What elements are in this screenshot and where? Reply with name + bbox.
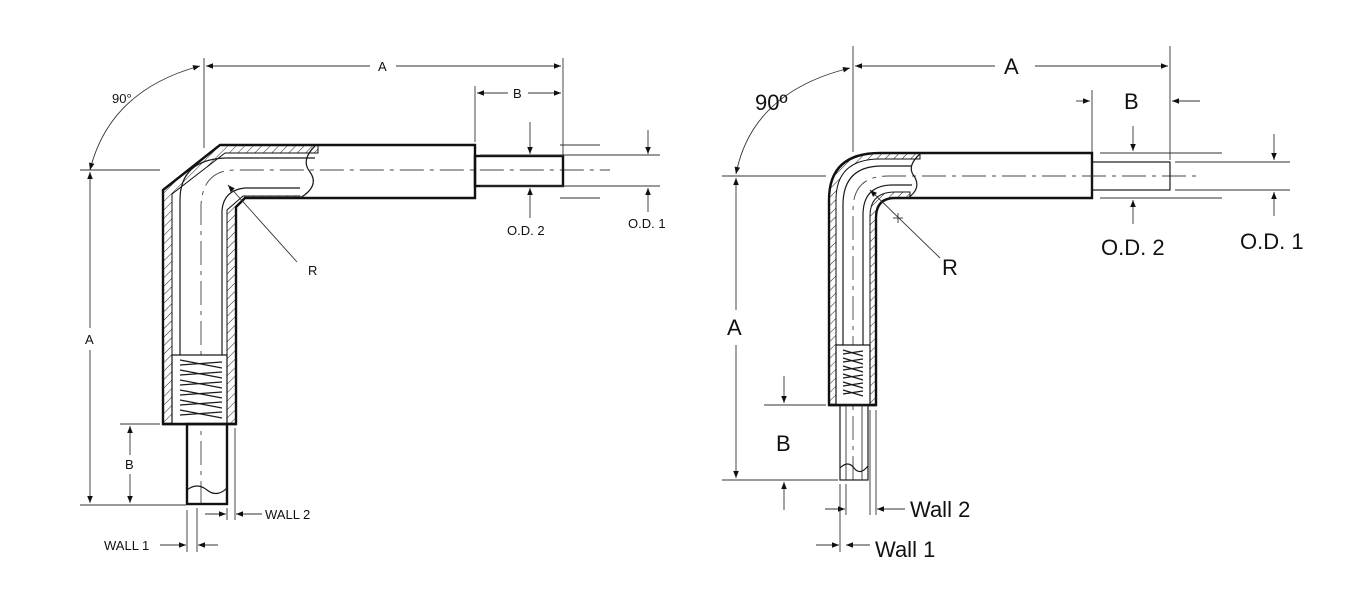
left-od1-label: O.D. 1 bbox=[628, 216, 666, 231]
right-inner-tube-right bbox=[1091, 161, 1171, 191]
right-inner-tube-bottom bbox=[839, 404, 869, 481]
left-inner-tube-bottom bbox=[185, 422, 229, 506]
left-dimensions: 90° A B O.D. 2 O.D. 1 R A bbox=[85, 59, 666, 553]
left-dim-b-horizontal: B bbox=[513, 86, 522, 101]
left-extension-lines bbox=[80, 58, 660, 552]
right-dim-a-horizontal: A bbox=[1004, 54, 1019, 79]
left-dim-a-horizontal: A bbox=[378, 59, 387, 74]
right-extension-lines bbox=[722, 46, 1290, 552]
left-dim-b-vertical: B bbox=[125, 457, 134, 472]
right-dim-a-vertical: A bbox=[727, 315, 742, 340]
right-dim-b-vertical: B bbox=[776, 431, 791, 456]
right-od2-label: O.D. 2 bbox=[1101, 235, 1165, 260]
left-elbow-drawing: 90° A B O.D. 2 O.D. 1 R A bbox=[80, 58, 666, 553]
left-radius-label: R bbox=[308, 263, 317, 278]
left-outer-tube bbox=[161, 143, 610, 505]
right-od1-label: O.D. 1 bbox=[1240, 229, 1304, 254]
left-od2-label: O.D. 2 bbox=[507, 223, 545, 238]
right-dimensions: 90º A B O.D. 2 O.D. 1 R A bbox=[727, 54, 1304, 562]
right-elbow-drawing: 90º A B O.D. 2 O.D. 1 R A bbox=[722, 46, 1304, 562]
right-wall2-label: Wall 2 bbox=[910, 497, 970, 522]
right-angle-label: 90º bbox=[755, 90, 788, 115]
right-outer-tube bbox=[827, 151, 1200, 480]
left-angle-label: 90° bbox=[112, 91, 132, 106]
left-dim-a-vertical: A bbox=[85, 332, 94, 347]
left-inner-tube-right bbox=[473, 154, 565, 188]
right-wall1-label: Wall 1 bbox=[875, 537, 935, 562]
left-wall1-label: WALL 1 bbox=[104, 538, 149, 553]
right-dim-b-horizontal: B bbox=[1124, 89, 1139, 114]
right-radius-label: R bbox=[942, 255, 958, 280]
left-wall2-label: WALL 2 bbox=[265, 507, 310, 522]
